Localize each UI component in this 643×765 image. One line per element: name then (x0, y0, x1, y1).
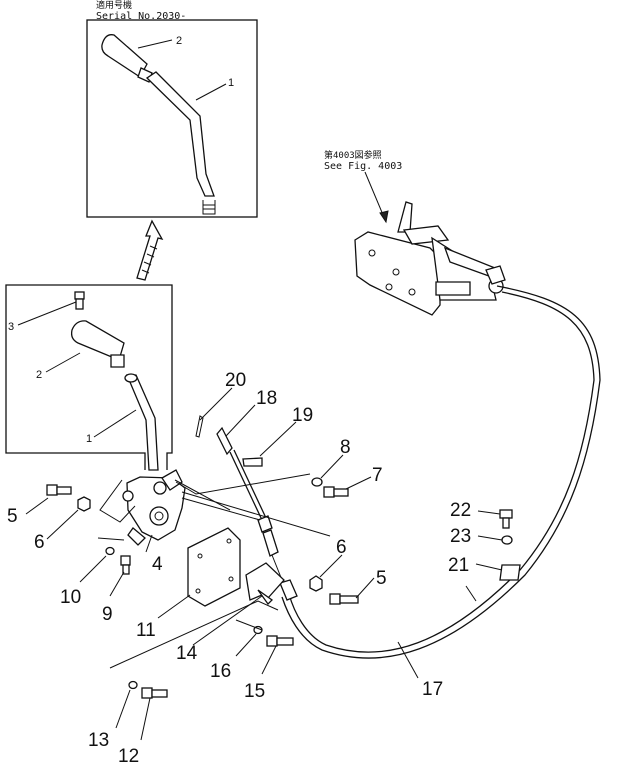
control-cable (281, 285, 601, 659)
callout-18: 18 (256, 388, 277, 409)
callout-12: 12 (118, 746, 139, 765)
callout-6b: 6 (336, 537, 347, 558)
callout-9: 9 (102, 604, 113, 625)
reference-arrowhead-icon (379, 210, 389, 224)
callout-2-left: 2 (36, 369, 42, 381)
callout-5a: 5 (7, 506, 18, 527)
bolt-part-15 (266, 635, 294, 647)
washer-part-8 (311, 477, 323, 487)
left-inset-frame (5, 284, 173, 470)
bolt-part-5b (329, 593, 359, 605)
reference-see-label: See Fig. 4003 (324, 161, 402, 172)
callout-10: 10 (60, 587, 81, 608)
reference-bracket-assembly (354, 201, 506, 316)
nut-part-6a (77, 496, 91, 512)
callout-6a: 6 (34, 532, 45, 553)
bolt-part-left (74, 291, 85, 310)
callout-22: 22 (450, 500, 471, 521)
bolt-part-12 (141, 687, 168, 699)
push-pull-rod (216, 426, 298, 601)
lever-part-top (145, 71, 216, 215)
cotter-pin-part (195, 415, 204, 438)
callout-1-left: 1 (86, 433, 92, 445)
cable-bracket (245, 562, 285, 606)
clevis-pin-part (242, 457, 263, 467)
body-arm-right (181, 491, 331, 537)
leader-1-left (93, 409, 137, 438)
bolt-part-22 (499, 509, 513, 529)
callout-20: 20 (225, 370, 246, 391)
callout-16: 16 (210, 661, 231, 682)
leader-2-left (45, 352, 81, 373)
cable-clamp-part (499, 564, 521, 581)
knob-part-left (70, 320, 125, 368)
serial-note-ja: 適用号機 (96, 0, 132, 11)
callout-8: 8 (340, 437, 351, 458)
leader-2-top (137, 39, 173, 49)
bolt-part-9 (120, 555, 131, 575)
callout-23: 23 (450, 526, 471, 547)
mounting-plate (187, 527, 241, 607)
body-arm-upper (174, 479, 231, 511)
callout-4: 4 (152, 554, 163, 575)
callout-1-top: 1 (228, 77, 234, 89)
transition-arrow-icon (136, 219, 164, 281)
nut-part-6b (309, 575, 323, 592)
reference-note-ja: 第4003図参照 (324, 149, 382, 161)
callout-5b: 5 (376, 568, 387, 589)
leader-3-left (17, 301, 77, 326)
callout-21: 21 (448, 555, 469, 576)
leader-1-top (195, 83, 227, 101)
leader-lines (25, 387, 503, 741)
bolt-part-7 (323, 486, 349, 498)
callout-19: 19 (292, 405, 313, 426)
callout-14: 14 (176, 643, 198, 664)
callout-11: 11 (136, 620, 156, 641)
washer-part-23 (501, 535, 513, 545)
callout-2-top: 2 (176, 35, 182, 47)
control-cable-outer (288, 291, 595, 653)
callout-3-left: 3 (8, 321, 14, 333)
body-arm-lower (181, 497, 261, 521)
callout-17: 17 (422, 679, 443, 700)
serial-label: Serial No.2030- (96, 11, 186, 22)
serial-inset-frame (86, 19, 258, 218)
callout-13: 13 (88, 730, 109, 751)
cable-ring (465, 585, 477, 602)
bolt-part-5a (46, 484, 72, 496)
lever-part-left (124, 373, 159, 471)
callout-7: 7 (372, 465, 383, 486)
washer-part-10 (105, 546, 115, 556)
callout-15: 15 (244, 681, 265, 702)
washer-part-13 (128, 680, 138, 690)
knob-part-top (101, 34, 153, 83)
control-valve-body (122, 469, 186, 546)
